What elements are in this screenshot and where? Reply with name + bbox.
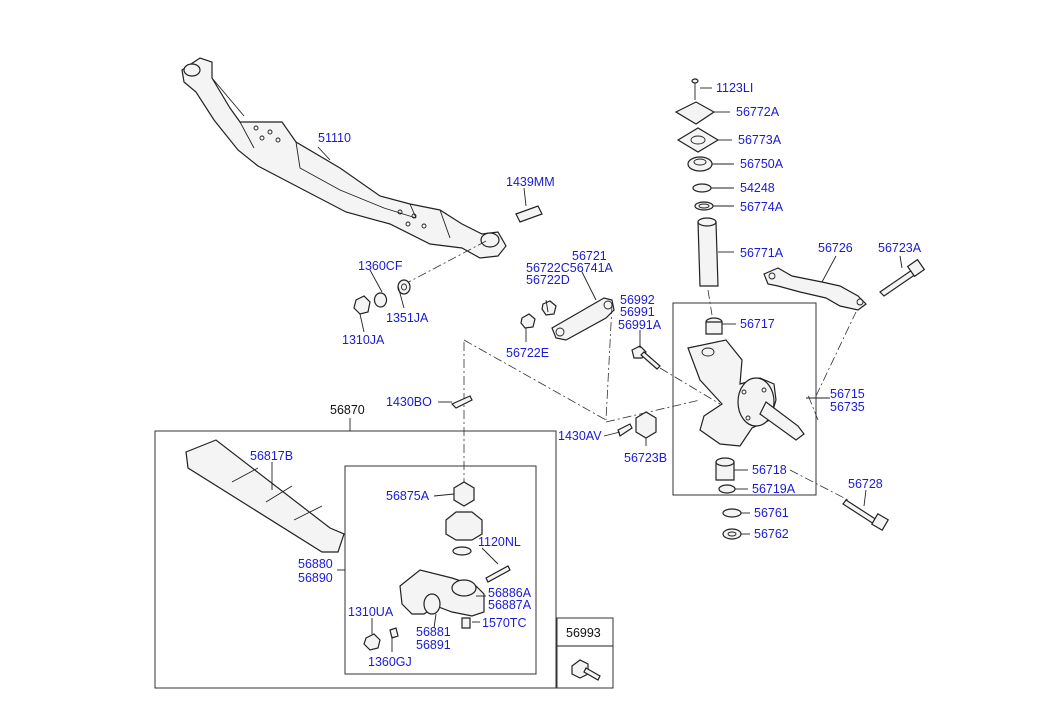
label-56715[interactable]: 56715 <box>830 387 865 401</box>
label-56991A[interactable]: 56991A <box>618 318 662 332</box>
label-56870: 56870 <box>330 403 365 417</box>
label-56772A[interactable]: 56772A <box>736 105 780 119</box>
label-56722E[interactable]: 56722E <box>506 346 549 360</box>
label-56817B[interactable]: 56817B <box>250 449 293 463</box>
label-51110[interactable]: 51110 <box>318 131 351 145</box>
label-56750A[interactable]: 56750A <box>740 157 784 171</box>
nut-1310UA <box>363 633 381 651</box>
label-56886A[interactable]: 56886A <box>488 586 532 600</box>
label-1351JA[interactable]: 1351JA <box>386 311 429 325</box>
label-1120NL[interactable]: 1120NL <box>478 535 521 549</box>
bolt-56728 <box>842 499 890 532</box>
label-1360GJ[interactable]: 1360GJ <box>368 655 412 669</box>
washer-1351JA <box>397 279 411 295</box>
label-56723B[interactable]: 56723B <box>624 451 667 465</box>
washer-56761 <box>722 508 742 518</box>
label-56881[interactable]: 56881 <box>416 625 451 639</box>
label-56875A[interactable]: 56875A <box>386 489 430 503</box>
label-1430BO[interactable]: 1430BO <box>386 395 432 409</box>
seal-56762 <box>722 528 742 540</box>
knuckle-56715 <box>687 317 805 447</box>
label-1360CF[interactable]: 1360CF <box>358 259 403 273</box>
label-56761[interactable]: 56761 <box>754 506 789 520</box>
label-56890[interactable]: 56890 <box>298 571 333 585</box>
label-1430AV[interactable]: 1430AV <box>558 429 602 443</box>
bolt-56993 <box>571 659 601 681</box>
label-56887A[interactable]: 56887A <box>488 598 532 612</box>
gasket-56773A <box>676 127 720 153</box>
grease-fitting-1570TC <box>461 617 471 629</box>
label-56718[interactable]: 56718 <box>752 463 787 477</box>
bolt-56723A <box>879 258 926 297</box>
nut-56723B <box>635 411 657 439</box>
washer-1360CF <box>373 292 388 308</box>
knuckle-arm-56726 <box>763 267 867 311</box>
label-56722C56741A[interactable]: 56722C56741A <box>526 261 614 275</box>
washer-1360GJ <box>389 627 399 639</box>
tie-rod-assembly-frame <box>154 430 557 689</box>
label-1310JA[interactable]: 1310JA <box>342 333 385 347</box>
bushing-56718 <box>715 457 735 481</box>
tie-rod-end-56881 <box>399 569 485 617</box>
label-56992[interactable]: 56992 <box>620 293 655 307</box>
ring-56774A <box>694 201 714 211</box>
label-56771A[interactable]: 56771A <box>740 246 784 260</box>
label-56773A[interactable]: 56773A <box>738 133 782 147</box>
label-56726[interactable]: 56726 <box>818 241 853 255</box>
cotter-1430BO <box>450 395 473 409</box>
label-56735[interactable]: 56735 <box>830 400 865 414</box>
bolt-1120NL <box>485 565 511 583</box>
label-56717[interactable]: 56717 <box>740 317 775 331</box>
bolt-56991A <box>631 345 661 370</box>
lock-bolt-1439MM <box>515 187 543 223</box>
bolt-56993-box <box>556 617 614 689</box>
bolt-1123LI <box>691 78 699 100</box>
tie-rod-56817B <box>185 439 345 553</box>
cotter-pin-1430AV <box>617 423 633 437</box>
label-56993: 56993 <box>566 626 601 640</box>
o-ring-56719A <box>718 484 736 494</box>
label-56722D[interactable]: 56722D <box>526 273 570 287</box>
label-56728[interactable]: 56728 <box>848 477 883 491</box>
label-56991[interactable]: 56991 <box>620 305 655 319</box>
nut-56875A <box>453 481 475 507</box>
label-56719A[interactable]: 56719A <box>752 482 796 496</box>
knuckle-assembly-frame <box>672 302 817 496</box>
label-56723A[interactable]: 56723A <box>878 241 922 255</box>
shim-54248 <box>692 183 712 193</box>
label-56891[interactable]: 56891 <box>416 638 451 652</box>
label-1570TC[interactable]: 1570TC <box>482 616 526 630</box>
label-1310UA[interactable]: 1310UA <box>348 605 394 619</box>
label-56774A[interactable]: 56774A <box>740 200 784 214</box>
label-1439MM[interactable]: 1439MM <box>506 175 555 189</box>
label-1123LI[interactable]: 1123LI <box>716 81 753 95</box>
nut-56722D <box>541 300 557 316</box>
nut-1310JA <box>353 295 371 315</box>
king-pin-56771A <box>697 217 719 287</box>
cap-56772A <box>674 101 716 125</box>
nut-56722E <box>520 313 536 329</box>
bearing-56750A <box>687 156 713 172</box>
ring-tie-rod-end <box>452 546 472 556</box>
axle-beam-51110 <box>181 57 507 259</box>
label-56762[interactable]: 56762 <box>754 527 789 541</box>
boot-56875A <box>445 511 483 541</box>
label-54248[interactable]: 54248 <box>740 181 775 195</box>
label-56880[interactable]: 56880 <box>298 557 333 571</box>
label-56721[interactable]: 56721 <box>572 249 607 263</box>
